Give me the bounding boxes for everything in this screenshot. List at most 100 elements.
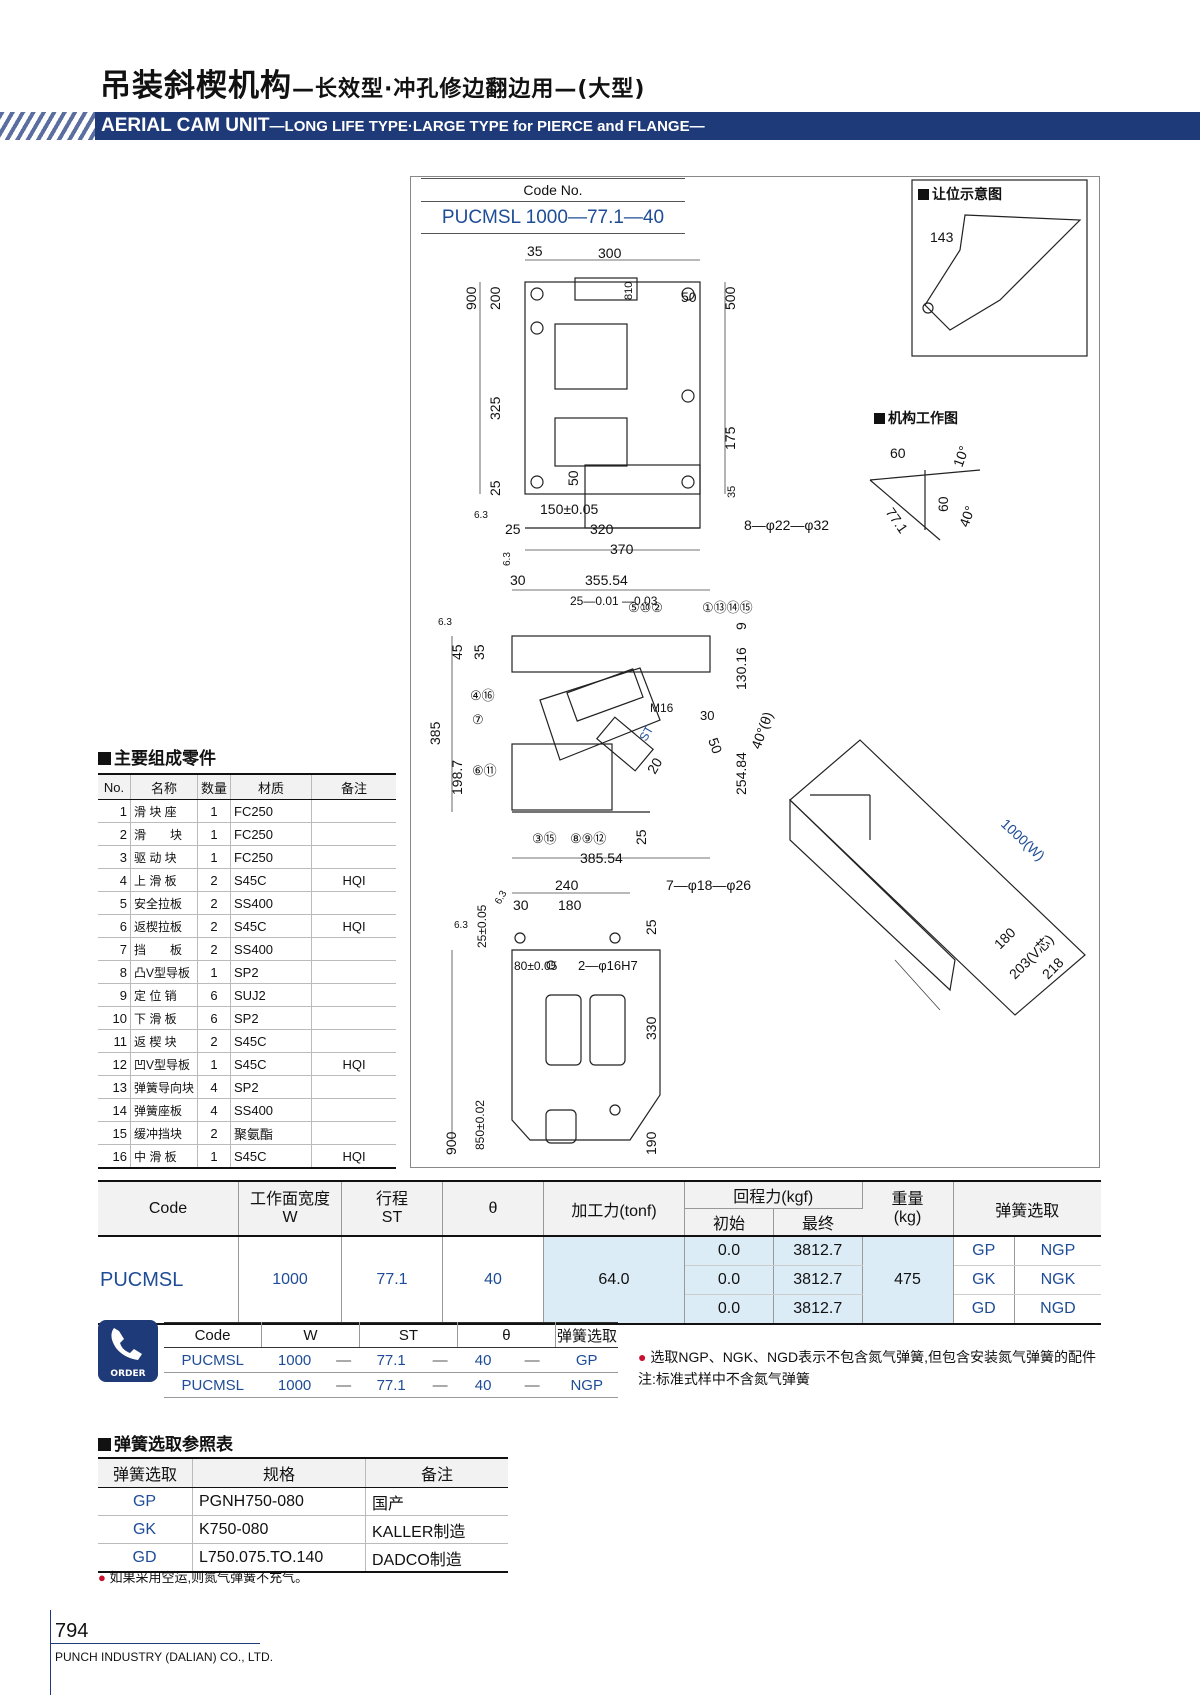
order-cell: NGP	[555, 1372, 618, 1398]
callout-8-9-12: ⑧⑨⑫	[570, 831, 606, 846]
parts-cell	[311, 1075, 396, 1099]
oblique-view-body	[789, 739, 1086, 1016]
dim-side-9: 9	[733, 622, 749, 630]
label-m16: M16	[650, 701, 674, 715]
clearance-frame	[911, 179, 1088, 357]
dim-side-198: 198.7	[449, 760, 465, 795]
top-view-body	[524, 281, 701, 495]
air-note-dot-icon: ●	[98, 1570, 106, 1585]
parts-cell: 4	[197, 1075, 231, 1099]
parts-cell: 安全拉板	[130, 891, 198, 915]
parts-heading: 主要组成零件	[98, 744, 216, 769]
dim-side-50: 50	[705, 736, 725, 756]
parts-cell: 1	[197, 845, 231, 869]
dim-bottom-holes: 7—φ18—φ26	[666, 877, 751, 893]
parts-cell: 挡 板	[130, 937, 198, 961]
dim-side-254: 254.84	[733, 752, 749, 795]
parts-cell	[311, 845, 396, 869]
parts-cell	[311, 1006, 396, 1030]
spec-spring-2b: NGK	[1014, 1265, 1101, 1295]
parts-cell: 15	[98, 1121, 131, 1145]
spec-col-weight: 重量(kg)	[862, 1181, 954, 1237]
dim-side-385: 385	[427, 721, 443, 745]
parts-cell: 1	[197, 1052, 231, 1076]
parts-cell: 11	[98, 1029, 131, 1053]
spec-spring-3a: GD	[953, 1294, 1015, 1325]
order-separator: —	[508, 1347, 556, 1373]
title-en: AERIAL CAM UNIT	[101, 115, 270, 136]
order-separator: —	[327, 1372, 360, 1398]
parts-cell: FC250	[230, 845, 312, 869]
springs-cell: K750-080	[192, 1515, 366, 1544]
footer-hline	[50, 1643, 260, 1644]
dim-top-500: 500	[722, 286, 738, 310]
parts-cell: 滑 块 座	[130, 799, 198, 823]
parts-cell: S45C	[230, 1052, 312, 1076]
title-cn: 吊装斜楔机构	[100, 68, 292, 104]
dim-bottom-80: 80±0.05	[514, 959, 558, 973]
dim-op-40: 40°	[956, 504, 978, 529]
dim-top-35: 35	[527, 243, 543, 259]
spec-initial-1: 0.0	[684, 1236, 774, 1266]
dim-top-325: 325	[487, 396, 503, 420]
spec-col-final: 最终	[773, 1208, 862, 1237]
dim-side-30: 30	[510, 572, 526, 588]
callout-4-16: ④⑯	[470, 688, 495, 703]
parts-cell: 14	[98, 1098, 131, 1122]
parts-cell: 返 楔 块	[130, 1029, 198, 1053]
spec-st: 77.1	[341, 1236, 443, 1325]
parts-cell: HQI	[311, 868, 396, 892]
parts-cell: 10	[98, 1006, 131, 1030]
dim-top-300: 300	[598, 245, 622, 261]
code-box: Code No. PUCMSL 1000—77.1—40	[421, 178, 685, 234]
order-separator: —	[327, 1347, 360, 1373]
order-cell: 77.1	[359, 1372, 423, 1398]
order-separator: —	[422, 1347, 458, 1373]
dim-side-20: 20	[644, 755, 666, 777]
spec-col-return: 回程力(kgf)	[684, 1181, 863, 1209]
parts-col-name: 名称	[130, 773, 198, 800]
spec-col-initial: 初始	[684, 1208, 774, 1237]
order-col-theta: θ	[457, 1322, 556, 1348]
air-note: ● 如果采用空运,则氮气弹簧不充气。	[98, 1570, 309, 1585]
spec-spring-2a: GK	[953, 1265, 1015, 1295]
parts-cell: 滑 块	[130, 822, 198, 846]
parts-cell: 4	[197, 1098, 231, 1122]
order-separator: —	[508, 1372, 556, 1398]
spec-col-spring: 弹簧选取	[953, 1181, 1101, 1237]
parts-cell: FC250	[230, 799, 312, 823]
parts-cell: 2	[197, 1029, 231, 1053]
parts-cell: 13	[98, 1075, 131, 1099]
dim-side-st: ST	[636, 723, 656, 744]
spec-spring-3b: NGD	[1014, 1294, 1101, 1325]
parts-cell: 1	[98, 799, 131, 823]
order-cell: PUCMSL	[164, 1347, 262, 1373]
parts-cell: SS400	[230, 937, 312, 961]
title-stripes	[0, 112, 100, 140]
order-col-w: W	[261, 1322, 360, 1348]
parts-cell: 5	[98, 891, 131, 915]
order-icon: ORDER	[98, 1320, 158, 1382]
dim-top-810: 810	[623, 282, 635, 300]
parts-cell: 缓冲挡块	[130, 1121, 198, 1145]
dim-oblique-218: 218	[1039, 954, 1067, 982]
parts-cell: 弹簧座板	[130, 1098, 198, 1122]
operation-heading: 机构工作图	[874, 408, 958, 428]
parts-cell: 6	[98, 914, 131, 938]
order-cell: 40	[457, 1372, 509, 1398]
order-cell: 77.1	[359, 1347, 423, 1373]
parts-cell: 7	[98, 937, 131, 961]
parts-cell	[311, 1098, 396, 1122]
parts-cell: SS400	[230, 891, 312, 915]
